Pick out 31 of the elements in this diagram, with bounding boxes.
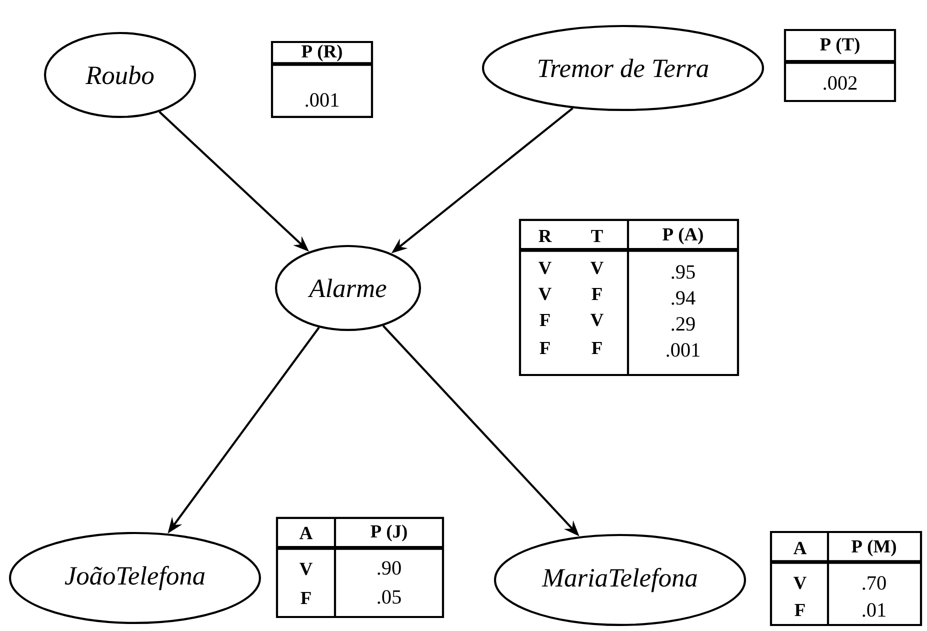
table-cell: V	[590, 262, 604, 274]
table-cell: A	[794, 542, 807, 554]
table-cell: V	[794, 576, 806, 590]
table-cell: P (R)	[302, 44, 342, 62]
table-cell: F	[592, 342, 602, 354]
table-cell: F	[300, 592, 311, 604]
table-cell: .001	[306, 93, 338, 107]
table-cell: V	[300, 562, 312, 576]
table-cell: A	[300, 526, 313, 540]
table-cell: F	[592, 288, 602, 300]
table-cell: R	[538, 230, 552, 242]
table-cell: F	[540, 314, 550, 326]
table-cell: .90	[378, 561, 401, 575]
table-cell: .70	[862, 576, 886, 590]
table-cell: .94	[672, 291, 696, 305]
table-cell: .29	[672, 317, 695, 331]
table-cell: T	[591, 230, 603, 242]
table-cell: P (A)	[662, 228, 703, 244]
table-cell: V	[590, 314, 604, 326]
table-cell: P (T)	[820, 38, 860, 54]
table-cell: .001	[666, 343, 700, 357]
table-cell: P (M)	[852, 540, 896, 556]
table-cell: P (J)	[370, 524, 407, 542]
table-cell: F	[540, 342, 550, 354]
table-cell: V	[538, 262, 552, 274]
table-cell: V	[538, 288, 552, 300]
table-cell: F	[794, 604, 805, 616]
table-cell: .95	[672, 265, 695, 279]
table-cell: .01	[862, 603, 886, 617]
table-cell: .002	[824, 76, 857, 90]
table-cell: .05	[378, 590, 401, 604]
